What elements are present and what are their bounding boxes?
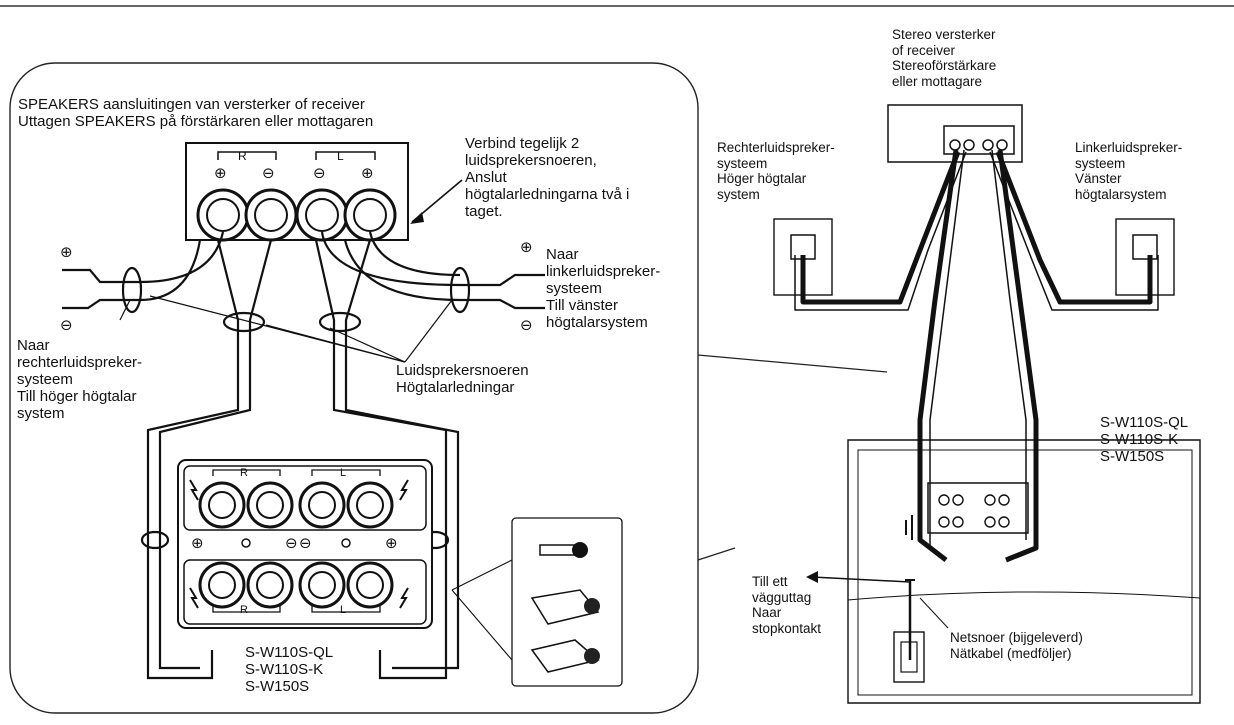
amp-terminal-block <box>185 142 409 242</box>
speaker-cords-label: Luidsprekersnoeren Högtalarledningar <box>396 362 529 396</box>
left-cord-minus: ⊖ <box>520 317 533 334</box>
amplifier-label: Stereo versterker of receiver Stereoförs… <box>892 27 997 89</box>
sub-upper-channel-l: L <box>340 467 347 479</box>
subwoofer-cabinet <box>806 439 1201 704</box>
sub-terminal-panel <box>177 459 433 629</box>
right-speaker-label: Rechterluidspreker- systeem Höger högtal… <box>717 140 835 202</box>
sub-lower-channel-l: L <box>340 604 347 616</box>
sub-minus-l: ⊖ <box>299 535 312 552</box>
sub-plus-l: ⊕ <box>385 535 398 552</box>
inset-model-names: S-W110S-QL S-W110S-K S-W150S <box>245 644 334 695</box>
connect-note: Verbind tegelijk 2 luidsprekersnoeren, A… <box>465 135 630 220</box>
sub-minus-r: ⊖ <box>285 535 298 552</box>
plug-closeup <box>451 517 623 687</box>
inset-panel <box>9 62 888 714</box>
sub-upper-channel-r: R <box>240 467 248 479</box>
sub-plus-r: ⊕ <box>191 535 204 552</box>
left-speaker-box <box>1115 218 1175 296</box>
amp-plus-l: ⊕ <box>361 165 374 182</box>
right-speaker-box <box>773 218 833 296</box>
right-cord-plus: ⊕ <box>60 244 73 261</box>
amp-minus-l: ⊖ <box>313 165 326 182</box>
overview-cables <box>794 149 1159 563</box>
amp-minus-r: ⊖ <box>262 165 275 182</box>
amp-channel-r: R <box>238 149 247 163</box>
amp-plus-r: ⊕ <box>214 165 227 182</box>
overview-model-names: S-W110S-QL S-W110S-K S-W150S <box>1100 414 1189 465</box>
inset-speaker-cords <box>62 231 545 680</box>
left-speaker-label: Linkerluidspreker- systeem Vänster högta… <box>1075 140 1183 202</box>
terminals-title: SPEAKERS aansluitingen van versterker of… <box>18 96 374 130</box>
right-cord-minus: ⊖ <box>60 317 73 334</box>
to-right-speaker-label: Naar rechterluidspreker- systeem Till hö… <box>17 337 143 422</box>
amp-channel-l: L <box>337 149 344 163</box>
sub-lower-channel-r: R <box>240 604 248 616</box>
wall-outlet-label: Till ett vägguttag Naar stopkontakt <box>752 574 822 636</box>
to-left-speaker-label: Naar linkerluidspreker- systeem Till vän… <box>546 246 661 331</box>
left-cord-plus: ⊕ <box>520 239 533 256</box>
power-cord-label: Netsnoer (bijgeleverd) Nätkabel (medfölj… <box>950 630 1083 661</box>
